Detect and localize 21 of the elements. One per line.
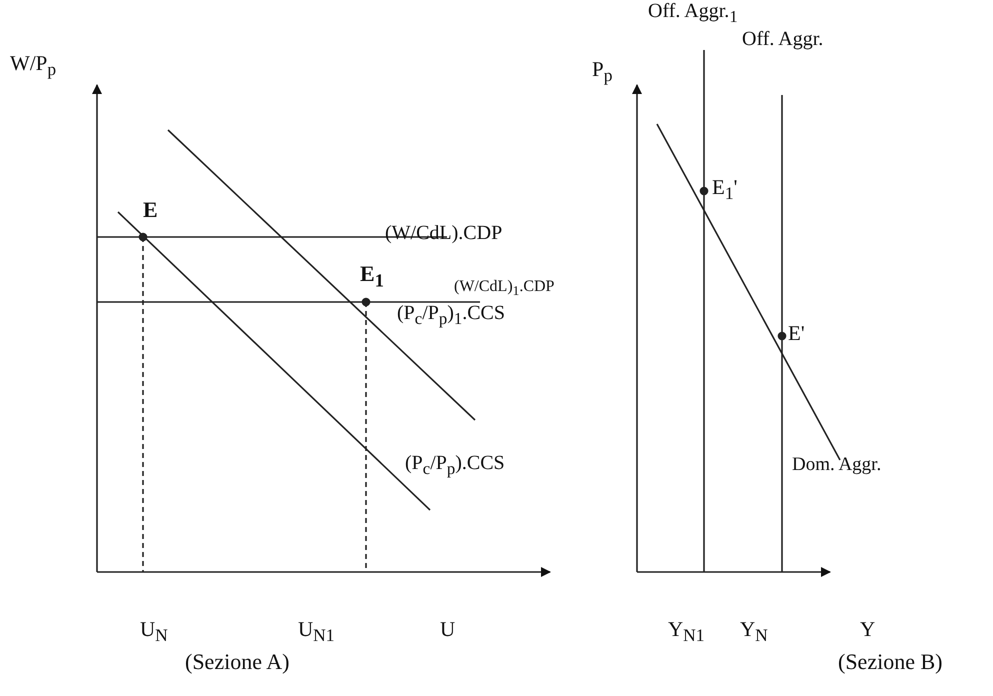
axis-label: Y [860,618,876,642]
panel-caption: (Sezione A) [185,650,290,674]
tick-label: U$_{N1}$ [298,618,335,646]
curve-label: (W/CdL)$_{1}$.CDP [454,278,554,299]
point-label: E$_{1}$ [360,262,384,291]
curve-label: (P$_{c}$/P$_{p}$)$_{1}$.CCS [397,302,506,328]
axis-label: P$_{p}$ [592,58,612,86]
point-label: E' [788,322,805,346]
tick-label: Y$_{N1}$ [668,618,705,646]
curve-label: (W/CdL).CDP [385,222,502,244]
tick-label: Y$_{N}$ [740,618,768,646]
curve-label: Off. Aggr. [742,28,824,50]
axis-label: W/P$_{p}$ [10,52,56,80]
tick-label: U$_{N}$ [140,618,168,646]
panel-caption: (Sezione B) [838,650,942,674]
curve-label: (P$_{c}$/P$_{p}$).CCS [405,452,505,478]
axis-label: U [440,618,456,642]
point-label: E [143,198,158,222]
curve-label: Off. Aggr.$_{1}$ [648,0,738,26]
point-label: E$_{1}$' [712,176,738,204]
curve-label: Dom. Aggr. [792,455,882,476]
